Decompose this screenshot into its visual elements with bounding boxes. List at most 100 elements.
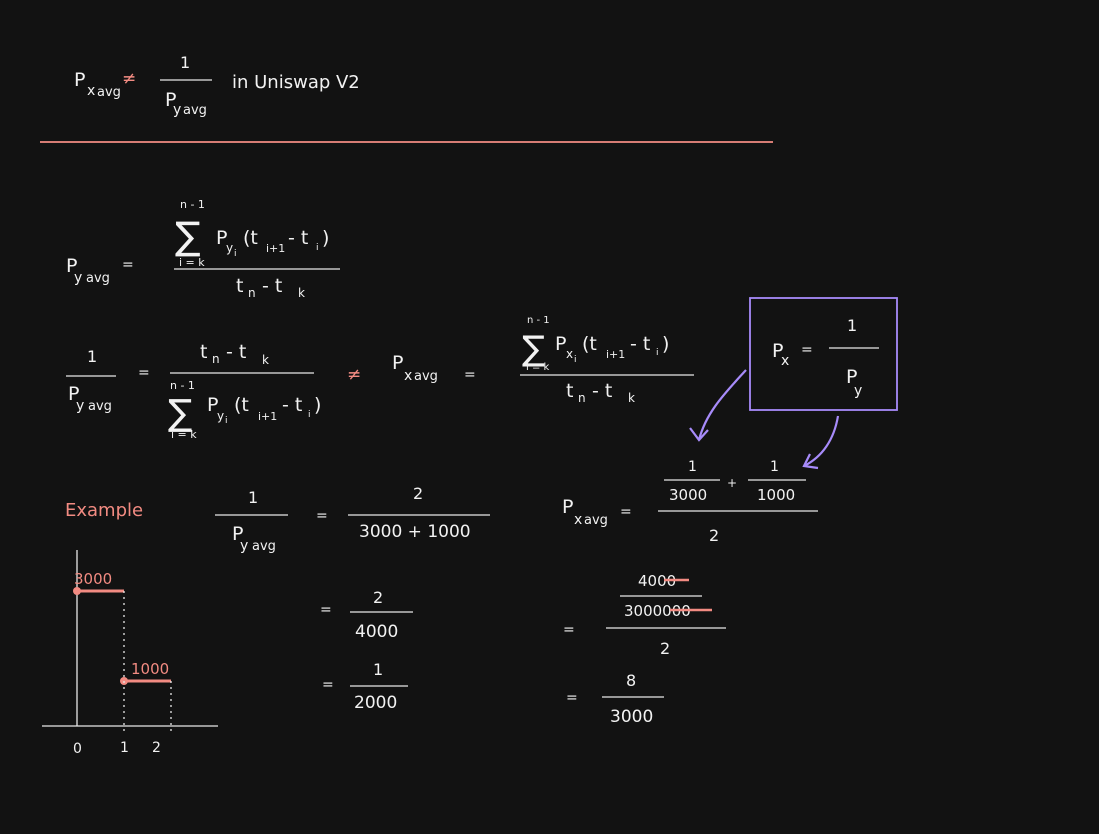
ex-right-f2-num: 1 xyxy=(770,459,779,475)
eq2-num-t: t xyxy=(200,341,207,363)
arrow-head-first xyxy=(689,427,709,442)
eq1-lhs-sub: y xyxy=(74,270,82,286)
eq1-paren-open: (t xyxy=(243,227,258,249)
eq2-lhs-sub: y xyxy=(76,398,84,414)
title-equation: P x avg ≠ 1 P y avg in Uniswap V2 xyxy=(74,53,360,118)
arrow-to-first-fraction xyxy=(697,369,747,441)
eq2-term-sub: y xyxy=(217,409,224,423)
eq1-sub-i: i xyxy=(316,243,319,253)
ex-left-r3-num: 1 xyxy=(373,660,383,679)
eq2-r-sum-lower: i = k xyxy=(526,362,550,373)
title-den-sub2: avg xyxy=(183,103,207,118)
box-numerator: 1 xyxy=(847,316,857,335)
eq2-r-den-minus: - t xyxy=(592,380,612,402)
eq2-paren-open: (t xyxy=(234,394,249,416)
eq1-term-sub: y xyxy=(226,241,233,255)
title-suffix: in Uniswap V2 xyxy=(232,72,360,93)
eq2-sum-lower: i = k xyxy=(171,428,197,441)
ex-left-r3-den: 2000 xyxy=(354,693,397,713)
title-den-sub: y xyxy=(173,102,181,118)
ex-right-plus: + xyxy=(727,476,737,490)
eq2-r-term-p: P xyxy=(555,333,566,355)
ex-right-p: P xyxy=(562,496,573,518)
ex-left-r1-num: 2 xyxy=(413,484,423,503)
ex-left-p: P xyxy=(232,523,243,545)
eq2-r-term-sub-i: i xyxy=(574,355,577,365)
eq1-term-p: P xyxy=(216,227,227,249)
eq1-den-sub-k: k xyxy=(298,286,305,300)
ex-left-num: 1 xyxy=(248,488,258,507)
eq2-paren-close: ) xyxy=(314,394,321,416)
ex-right-f1-den: 3000 xyxy=(669,486,707,504)
ex-right-equals-1: = xyxy=(620,504,632,520)
arrow-to-second-fraction xyxy=(803,415,840,467)
eq2-lhs-num: 1 xyxy=(87,347,97,366)
graph-label-first: 3000 xyxy=(74,570,112,588)
eq2-r-term-sub: x xyxy=(566,347,573,361)
title-den-p: P xyxy=(165,89,176,111)
eq2-not-equal: ≠ xyxy=(347,365,361,385)
graph-point-first xyxy=(73,587,81,595)
eq2-num-minus: - t xyxy=(226,341,246,363)
eq1-paren-close: ) xyxy=(322,227,329,249)
eq1-minus-t: - t xyxy=(288,227,308,249)
equation-reciprocal: 1 P y avg = t n - t k n - 1 ∑ i = k P y … xyxy=(66,315,694,441)
eq2-mid-sub: x xyxy=(404,368,412,384)
eq1-den-sub-n: n xyxy=(248,286,256,300)
eq1-sum-lower: i = k xyxy=(179,256,205,269)
title-lhs-p: P xyxy=(74,69,85,91)
ex-right-outer-den: 2 xyxy=(709,526,719,545)
eq1-lhs-sub2: avg xyxy=(86,271,110,286)
eq1-sigma: ∑ xyxy=(175,214,201,258)
graph-tick-2: 2 xyxy=(152,740,161,756)
title-lhs-sub2: avg xyxy=(97,85,121,100)
ex-left-sub: y xyxy=(240,538,248,554)
box-sub: x xyxy=(781,353,789,369)
eq2-r-den-sub-n: n xyxy=(578,391,586,405)
eq2-lhs-p: P xyxy=(68,383,79,405)
box-equals: = xyxy=(801,342,813,358)
ex-right-s1-num: 4000 xyxy=(638,572,676,590)
ex-left-r1-den: 3000 + 1000 xyxy=(359,522,471,542)
title-numerator: 1 xyxy=(180,53,190,72)
eq2-minus-t: - t xyxy=(282,394,302,416)
identity-box-border xyxy=(749,297,898,411)
ex-left-r2-den: 4000 xyxy=(355,622,398,642)
ex-left-equals-3: = xyxy=(322,677,334,693)
eq2-sum-upper: n - 1 xyxy=(170,379,195,392)
eq2-sigma: ∑ xyxy=(168,393,192,434)
eq1-sum-upper: n - 1 xyxy=(180,198,205,211)
eq2-sub-i: i xyxy=(308,410,311,420)
example-left-computation: 1 P y avg = 2 3000 + 1000 = 2 4000 = 1 2… xyxy=(215,484,490,713)
eq2-sub-i1: i+1 xyxy=(258,410,277,423)
ex-right-sub: x xyxy=(574,512,582,528)
eq1-term-sub-i: i xyxy=(234,249,237,259)
ex-right-s2-num: 8 xyxy=(626,671,636,690)
eq2-mid-sub2: avg xyxy=(414,369,438,384)
eq2-r-paren-open: (t xyxy=(582,333,597,355)
ex-left-r2-num: 2 xyxy=(373,588,383,607)
ex-right-f1-num: 1 xyxy=(688,459,697,475)
title-lhs-sub: x xyxy=(87,83,95,99)
graph-tick-0: 0 xyxy=(73,741,82,757)
box-den-p: P xyxy=(846,366,857,388)
eq2-term-sub-i: i xyxy=(225,416,228,426)
eq2-mid-p: P xyxy=(392,352,403,374)
graph-label-second: 1000 xyxy=(131,660,169,678)
ex-left-sub2: avg xyxy=(252,539,276,554)
eq1-sub-i1: i+1 xyxy=(266,242,285,255)
eq2-term-p: P xyxy=(207,394,218,416)
identity-box: P x = 1 P y xyxy=(749,297,898,411)
eq1-lhs-p: P xyxy=(66,255,77,277)
ex-right-s2-den: 3000 xyxy=(610,707,653,727)
eq1-den-t: t xyxy=(236,275,243,297)
eq2-r-sub-i: i xyxy=(656,348,659,358)
eq2-equals: = xyxy=(138,365,150,381)
eq2-r-sigma: ∑ xyxy=(522,329,545,369)
eq2-r-paren-close: ) xyxy=(662,333,669,355)
eq2-r-sub-i1: i+1 xyxy=(606,348,625,361)
ex-right-sub2: avg xyxy=(584,513,608,528)
ex-right-f2-den: 1000 xyxy=(757,486,795,504)
ex-right-equals-3: = xyxy=(566,690,578,706)
